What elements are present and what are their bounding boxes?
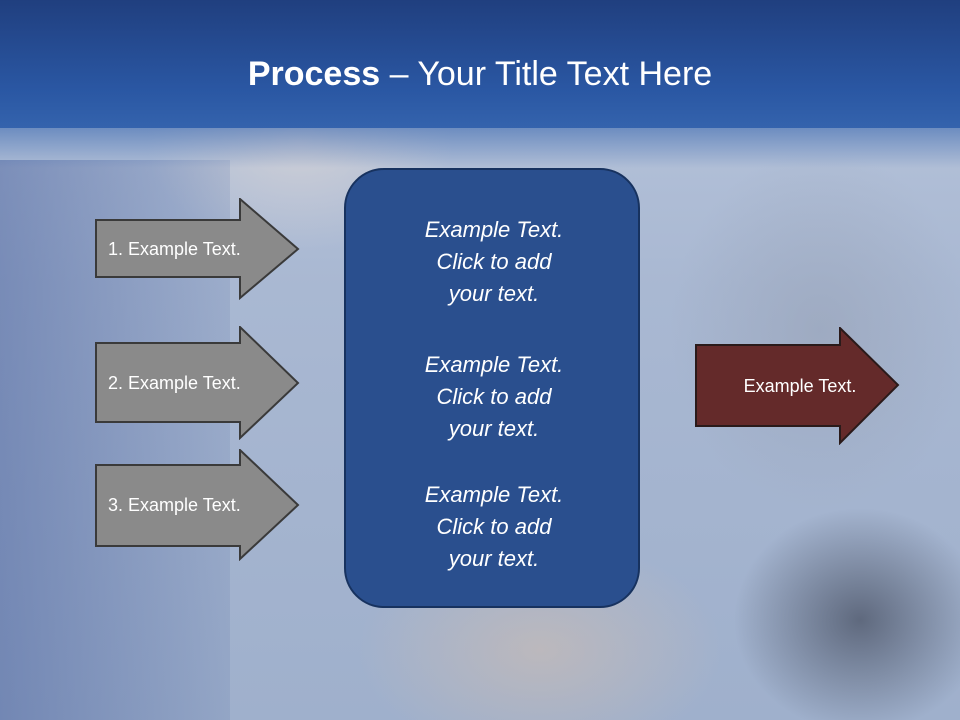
arrow-label: 1. Example Text. <box>108 238 241 259</box>
arrow-shape <box>95 326 300 440</box>
arrow-label: Example Text. <box>743 375 857 396</box>
center-text-box[interactable]: Example Text. Click to add your text. Ex… <box>344 168 640 608</box>
slide-title-bold: Process <box>247 55 381 93</box>
center-item-line2: Click to add <box>436 384 552 409</box>
arrow-shape <box>95 449 300 561</box>
slide-title[interactable]: Process – Your Title Text Here <box>0 52 960 96</box>
center-item-2[interactable]: Example Text. Click to add your text. <box>346 349 642 445</box>
arrow-label: 2. Example Text. <box>108 372 241 393</box>
slide-title-rest: – Your Title Text Here <box>380 55 713 93</box>
process-arrow-3[interactable]: 3. Example Text. <box>95 449 300 561</box>
center-item-line3: your text. <box>448 546 540 571</box>
center-item-line1: Example Text. <box>424 352 564 377</box>
center-item-line3: your text. <box>448 281 540 306</box>
title-banner <box>0 0 960 128</box>
center-item-line2: Click to add <box>436 249 552 274</box>
center-item-line3: your text. <box>448 416 540 441</box>
center-item-3[interactable]: Example Text. Click to add your text. <box>346 479 642 575</box>
process-arrow-1[interactable]: 1. Example Text. <box>95 198 300 300</box>
arrow-shape <box>695 327 900 445</box>
center-item-line1: Example Text. <box>424 482 564 507</box>
title-banner-fade <box>0 128 960 168</box>
center-item-line1: Example Text. <box>424 217 564 242</box>
arrow-label: 3. Example Text. <box>108 494 241 515</box>
center-item-1[interactable]: Example Text. Click to add your text. <box>346 214 642 310</box>
arrow-shape <box>95 198 300 300</box>
result-arrow[interactable]: Example Text. <box>695 327 900 445</box>
process-arrow-2[interactable]: 2. Example Text. <box>95 326 300 440</box>
center-item-line2: Click to add <box>436 514 552 539</box>
